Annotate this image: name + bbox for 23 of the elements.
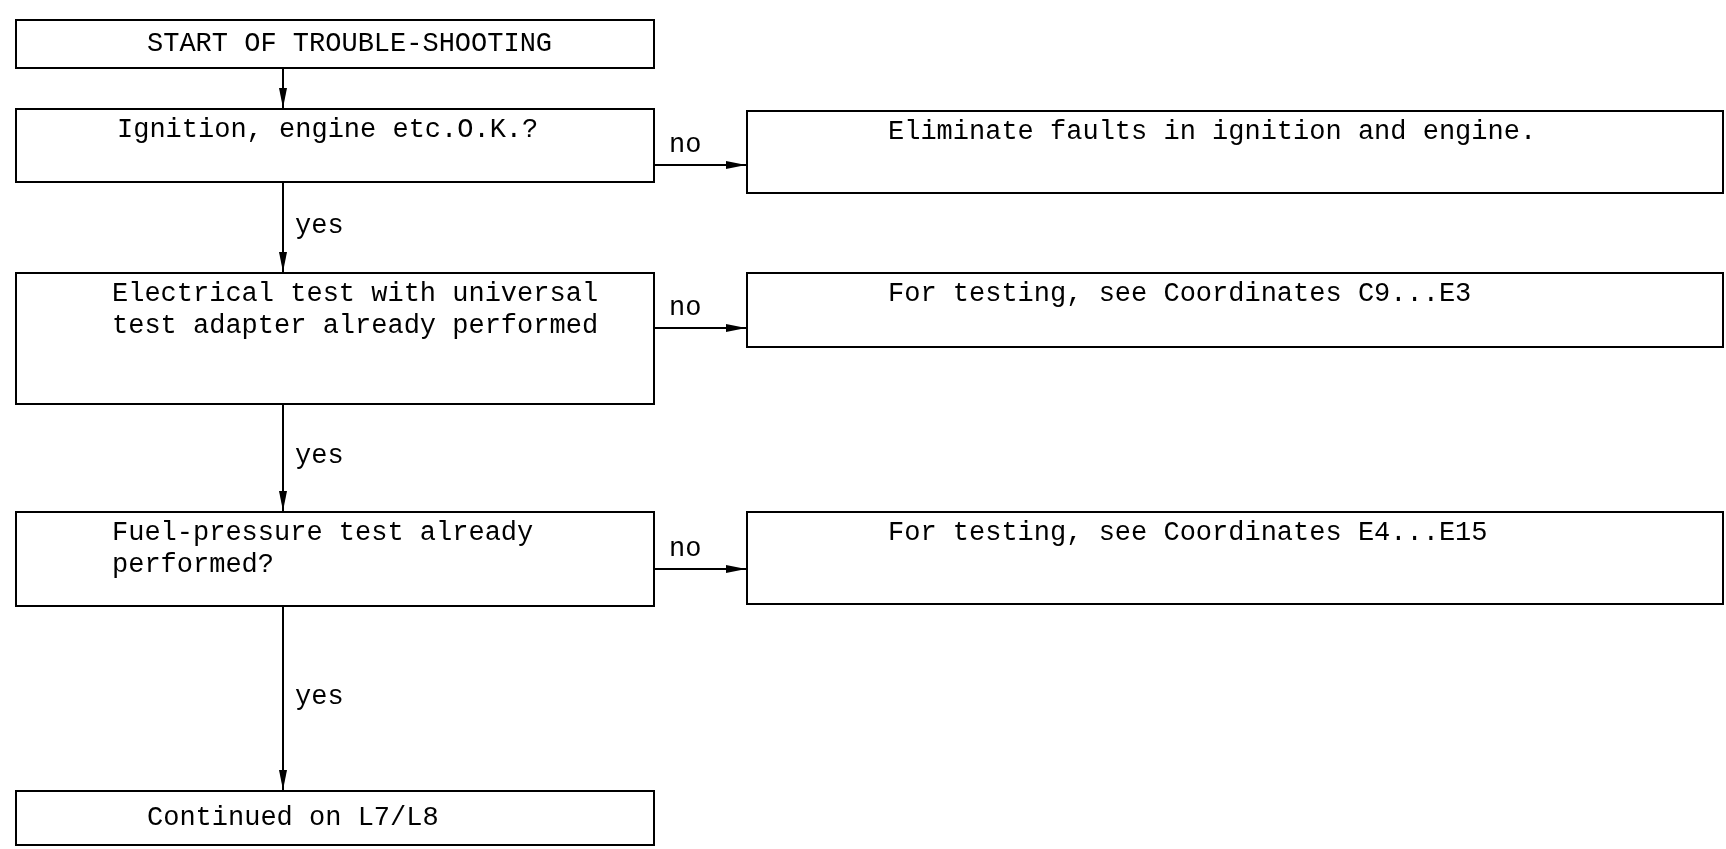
process-box [746, 511, 1724, 605]
process-box [746, 110, 1724, 194]
process-box [15, 19, 655, 69]
process-box [15, 272, 655, 405]
arrow [279, 182, 287, 273]
arrow [279, 68, 287, 109]
process-box [15, 511, 655, 607]
arrow [654, 161, 747, 169]
process-box [15, 108, 655, 183]
box-text: For testing, see Coordinates E4...E15 [888, 517, 1489, 549]
box-text: Electrical test with universal test adapter already performed [112, 278, 600, 342]
arrow [279, 404, 287, 512]
box-text: START OF TROUBLE-SHOOTING [147, 28, 554, 60]
box-text: For testing, see Coordinates C9...E3 [888, 278, 1473, 310]
process-box [15, 790, 655, 846]
box-text: Ignition, engine etc.O.K.? [117, 114, 540, 146]
box-text: Eliminate faults in ignition and engine. [888, 116, 1538, 148]
arrow [654, 324, 747, 332]
box-text: Fuel-pressure test already performed? [112, 517, 535, 581]
box-text: Continued on L7/L8 [147, 802, 440, 834]
process-box [746, 272, 1724, 348]
arrow [654, 565, 747, 573]
arrow [279, 606, 287, 791]
